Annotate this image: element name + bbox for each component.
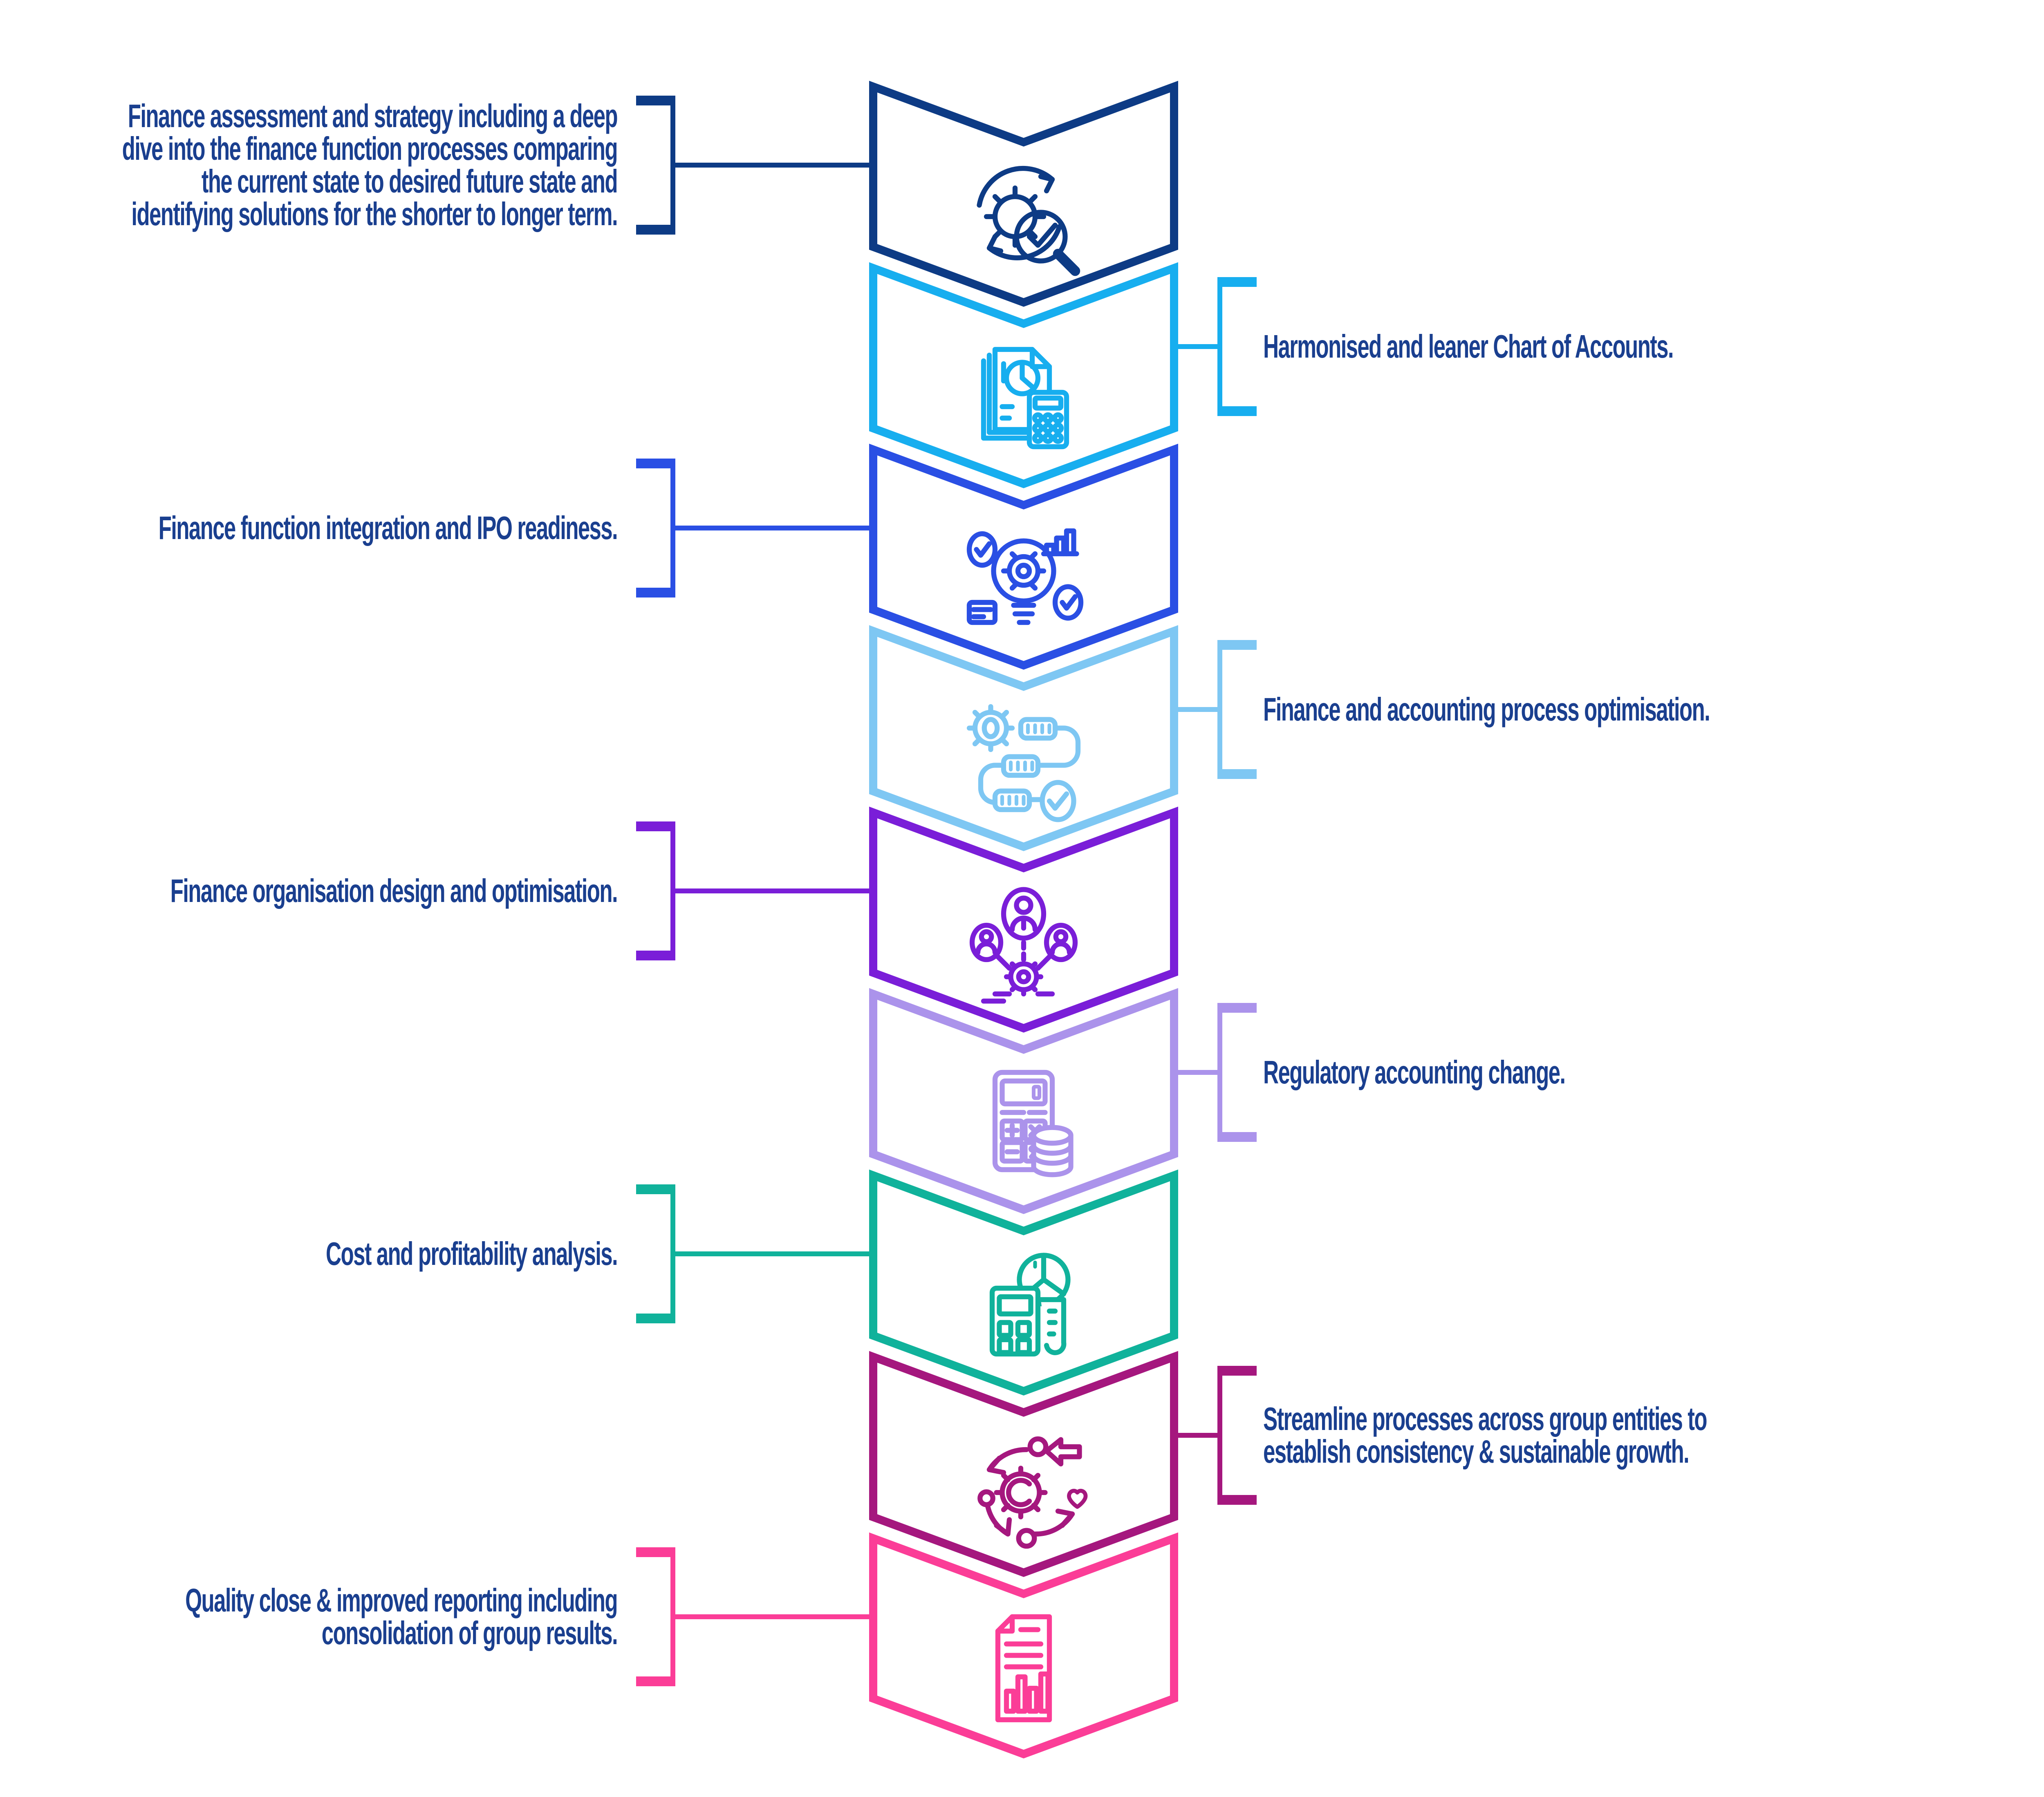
- bracket-connector: [675, 1251, 875, 1256]
- calculator-coins-icon: [992, 1070, 1074, 1177]
- bracket-cap-top: [636, 1184, 675, 1194]
- bracket-cap-bottom: [636, 1314, 675, 1323]
- step-label: Quality close & improved reporting inclu…: [185, 1582, 618, 1651]
- chevron-banner: [869, 625, 1178, 851]
- bracket-cap-top: [1217, 277, 1257, 287]
- cycle-gear-icon: [977, 1436, 1088, 1549]
- bracket-cap-top: [1217, 640, 1257, 650]
- chevron-banner: [869, 1169, 1178, 1396]
- bracket-connector: [1172, 1070, 1217, 1075]
- bracket-connector: [675, 163, 875, 168]
- bracket-vertical-line: [1217, 1366, 1222, 1505]
- bracket-cap-bottom: [636, 1676, 675, 1686]
- step-label: Cost and profitability analysis.: [326, 1235, 618, 1272]
- bracket-connector: [675, 1614, 875, 1619]
- bracket-connector: [1172, 707, 1217, 712]
- bracket-connector: [675, 888, 875, 893]
- report-calculator-icon: [981, 347, 1069, 450]
- bracket-vertical-line: [670, 459, 675, 598]
- step-label: Finance function integration and IPO rea…: [158, 510, 618, 546]
- bracket-connector: [675, 526, 875, 530]
- chevron-banner: [869, 81, 1178, 307]
- bracket-vertical-line: [670, 1184, 675, 1323]
- bracket-cap-bottom: [636, 588, 675, 598]
- chevron-banner: [869, 806, 1178, 1033]
- step-label: Finance organisation design and optimisa…: [170, 873, 618, 909]
- bracket-cap-top: [636, 1547, 675, 1557]
- bracket-vertical-line: [1217, 640, 1222, 779]
- step-label: Regulatory accounting change.: [1263, 1054, 1566, 1090]
- bracket-connector: [1172, 344, 1217, 349]
- chevron-banner: [869, 1532, 1178, 1759]
- bracket-vertical-line: [670, 96, 675, 235]
- bracket-cap-top: [1217, 1366, 1257, 1376]
- chevron-banner: [869, 262, 1178, 488]
- bracket-cap-bottom: [1217, 769, 1257, 779]
- bracket-cap-top: [636, 459, 675, 468]
- bracket-cap-bottom: [1217, 1495, 1257, 1505]
- step-label: Finance and accounting process optimisat…: [1263, 691, 1710, 727]
- bracket-vertical-line: [670, 1547, 675, 1686]
- bracket-vertical-line: [1217, 1003, 1222, 1142]
- bracket-vertical-line: [670, 821, 675, 960]
- report-barchart-icon: [995, 1614, 1052, 1723]
- bracket-cap-top: [636, 821, 675, 831]
- chevron-banner: [869, 988, 1178, 1214]
- assessment-magnifier-icon: [977, 166, 1080, 276]
- step-label: Streamline processes across group entiti…: [1263, 1401, 1707, 1470]
- org-structure-icon: [969, 887, 1078, 1004]
- bracket-cap-bottom: [1217, 1132, 1257, 1142]
- step-label: Harmonised and leaner Chart of Accounts.: [1263, 328, 1674, 365]
- process-flow-icon: [966, 704, 1081, 822]
- bracket-connector: [1172, 1433, 1217, 1438]
- bracket-cap-top: [1217, 1003, 1257, 1013]
- step-label: Finance assessment and strategy includin…: [122, 98, 618, 232]
- idea-gear-bulb-icon: [966, 528, 1084, 625]
- bracket-cap-top: [636, 96, 675, 105]
- chevron-banner: [869, 443, 1178, 670]
- chevron-banner: [869, 1351, 1178, 1577]
- bracket-cap-bottom: [1217, 406, 1257, 416]
- bracket-cap-bottom: [636, 225, 675, 235]
- bracket-vertical-line: [1217, 277, 1222, 416]
- bracket-cap-bottom: [636, 951, 675, 960]
- calculator-pie-icon: [989, 1253, 1071, 1357]
